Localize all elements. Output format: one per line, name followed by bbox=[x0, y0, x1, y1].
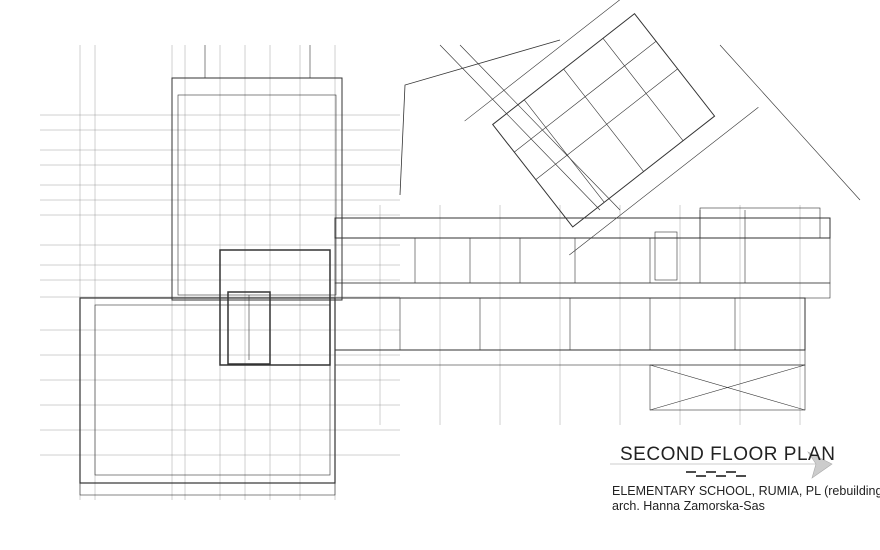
grid-lines bbox=[40, 45, 801, 500]
angled-wing bbox=[464, 0, 759, 256]
left-wing bbox=[79, 45, 343, 496]
scale-bar bbox=[686, 471, 746, 477]
north-arrow-icon bbox=[807, 451, 833, 479]
drawing-title: SECOND FLOOR PLAN bbox=[620, 444, 836, 465]
corridor-wing bbox=[334, 207, 831, 411]
architect-name: arch. Hanna Zamorska-Sas bbox=[612, 499, 765, 513]
project-name: ELEMENTARY SCHOOL, RUMIA, PL (rebuilding… bbox=[612, 484, 880, 498]
